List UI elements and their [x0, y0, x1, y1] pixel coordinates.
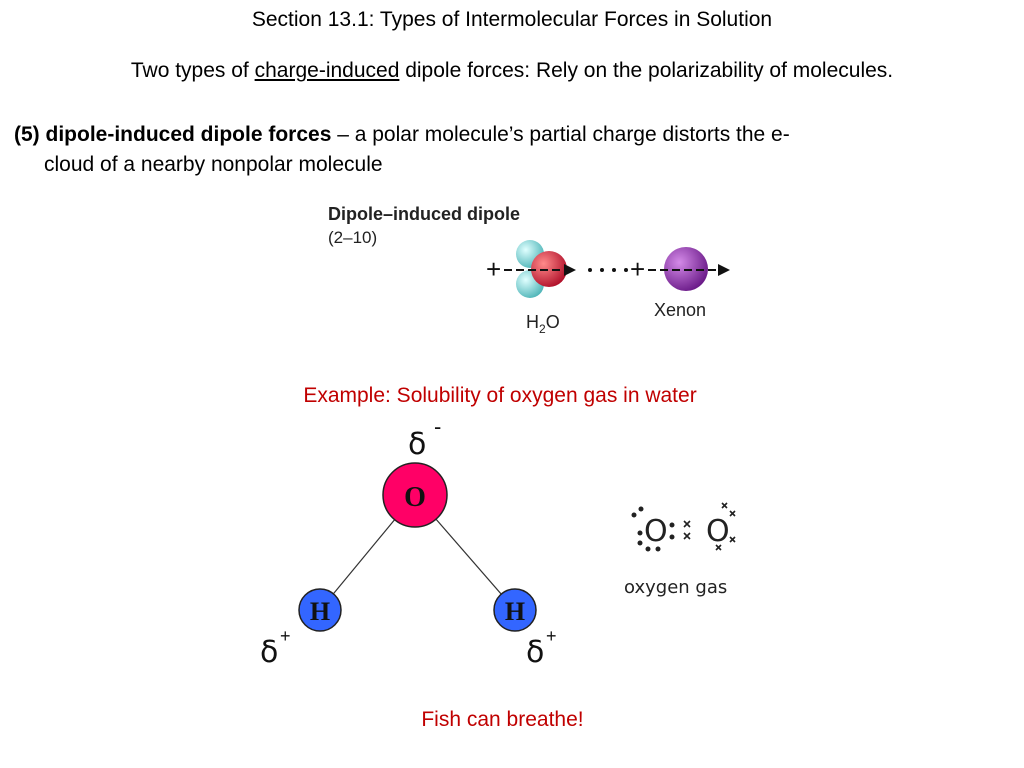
dipole-plus-left: +	[486, 254, 501, 284]
conclusion-text: Fish can breathe!	[421, 708, 584, 731]
xenon-label: Xenon	[654, 300, 706, 320]
delta-plus-charge-left: δ +	[260, 626, 291, 670]
xenon-dipole-arrowhead	[718, 264, 730, 276]
hydrogen-right-label: H	[505, 597, 525, 626]
figure-heading: Dipole–induced dipole	[328, 204, 520, 224]
water-dipole-arrowhead	[564, 264, 576, 276]
figure-subheading: (2–10)	[328, 228, 377, 247]
subtitle-after: dipole forces: Rely on the polarizabilit…	[399, 59, 894, 82]
svg-text:δ: δ	[260, 635, 278, 670]
water-partial-charge-diagram: O H H δ - δ + δ +	[260, 414, 557, 670]
subtitle: Two types of charge-induced dipole force…	[0, 59, 1024, 83]
water-label: H2O	[526, 312, 560, 336]
lewis-oxygen-atom-1: O	[644, 514, 668, 549]
svg-text:δ: δ	[526, 635, 544, 670]
bullet-point-5: (5) dipole-induced dipole forces – a pol…	[14, 120, 1004, 180]
lone-pair-dots	[631, 506, 675, 552]
point-number: (5)	[14, 123, 40, 146]
hydrogen-atom-left	[298, 588, 342, 632]
dipole-induced-dipole-figure: Dipole–induced dipole (2–10) + + H2O Xen…	[328, 204, 730, 336]
delta-plus-charge-right: δ +	[526, 626, 557, 670]
oxygen-gas-label: oxygen gas	[624, 577, 727, 598]
oxygen-atom-label: O	[404, 482, 426, 513]
hydrogen-left-label: H	[310, 597, 330, 626]
water-oxygen	[531, 251, 567, 287]
hydrogen-atom-right	[493, 588, 537, 632]
dipole-plus-right: +	[630, 254, 645, 284]
delta-minus-charge: δ -	[408, 414, 441, 462]
svg-text:+: +	[546, 626, 557, 646]
svg-text:δ: δ	[408, 427, 426, 462]
page-title: Section 13.1: Types of Intermolecular Fo…	[251, 8, 773, 31]
svg-text:+: +	[280, 626, 291, 646]
example-heading: Example: Solubility of oxygen gas in wat…	[303, 384, 697, 407]
point-term: dipole-induced dipole forces	[45, 123, 332, 146]
point-definition-line2: cloud of a nearby nonpolar molecule	[44, 153, 383, 176]
subtitle-before: Two types of	[130, 59, 255, 82]
lone-pair-crosses	[683, 502, 736, 551]
oxygen-atom	[382, 462, 448, 528]
lewis-oxygen-atom-2: O	[706, 514, 730, 549]
subtitle-underlined-term: charge-induced	[254, 59, 400, 82]
oxygen-gas-lewis-structure: O O oxygen gas	[624, 502, 736, 598]
point-definition-line1: – a polar molecule’s partial charge dist…	[331, 123, 790, 146]
svg-text:-: -	[434, 414, 441, 439]
water-molecule-model	[516, 240, 567, 298]
attraction-dots	[588, 268, 628, 272]
